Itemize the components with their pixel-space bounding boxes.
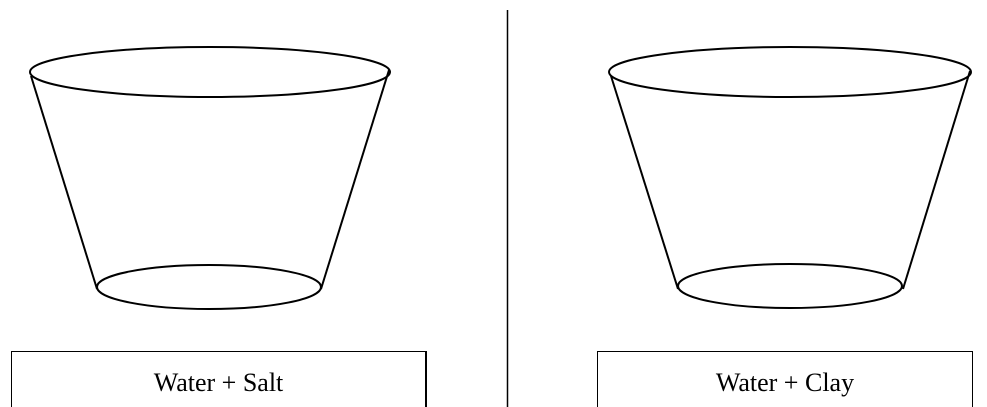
bucket-left-base bbox=[96, 264, 322, 310]
label-water-salt: Water + Salt bbox=[153, 367, 284, 397]
bucket-right-base bbox=[677, 263, 903, 309]
bucket-left bbox=[29, 46, 391, 310]
bucket-right-rim bbox=[608, 46, 972, 98]
label-water-clay: Water + Clay bbox=[715, 367, 855, 397]
bucket-right-side-right bbox=[902, 70, 971, 290]
label-box-water-salt: Water + Salt bbox=[11, 351, 427, 407]
bucket-left-rim bbox=[29, 46, 391, 98]
bucket-right-side-left bbox=[610, 75, 679, 290]
bucket-left-side-right bbox=[320, 69, 390, 290]
label-box-water-clay: Water + Clay bbox=[597, 351, 973, 407]
bucket-left-side-left bbox=[30, 75, 98, 290]
bucket-right bbox=[608, 46, 972, 309]
